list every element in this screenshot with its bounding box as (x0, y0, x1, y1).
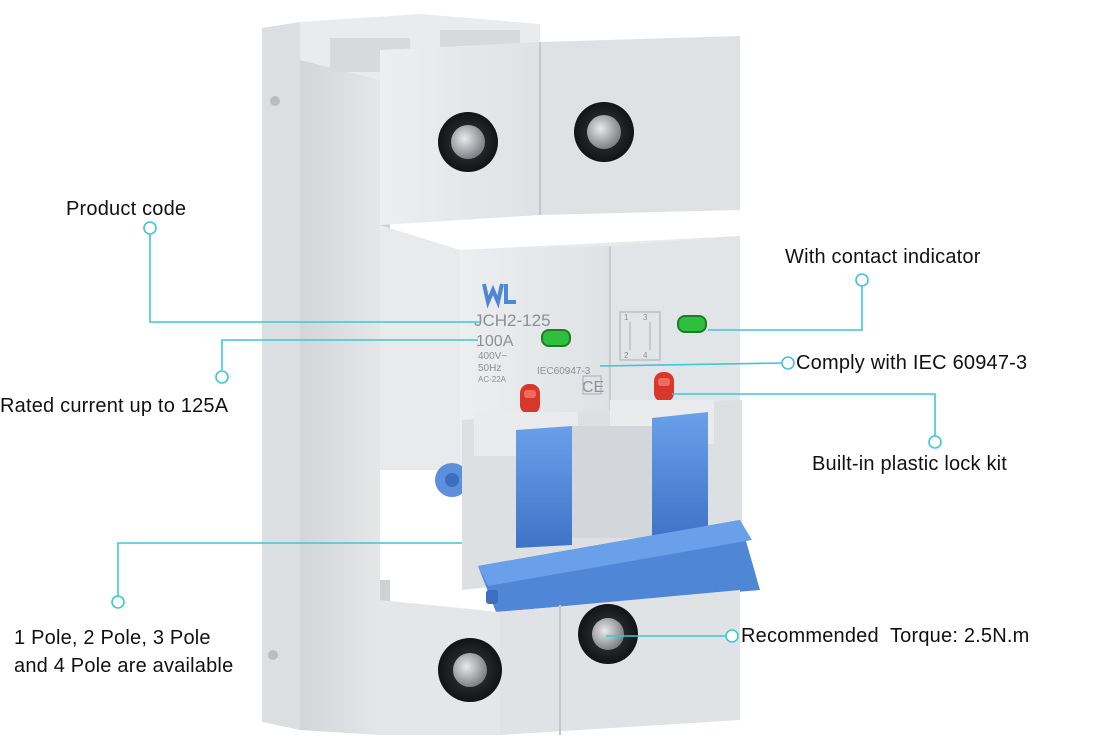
leader-product-code (149, 234, 480, 323)
ce-mark: CE (582, 379, 604, 396)
bottom-terminal-block (380, 590, 740, 735)
callout-contact-indicator: With contact indicator (785, 246, 981, 268)
leader-dot-product-code (143, 221, 157, 235)
brand-logo (482, 283, 516, 309)
terminal-3-label: 3 (643, 313, 648, 322)
callout-rated-current: Rated current up to 125A (0, 395, 229, 417)
leader-dot-plastic-lock (928, 435, 942, 449)
callout-product-code: Product code (66, 198, 187, 220)
callout-iec-compliance: Comply with IEC 60947-3 (796, 352, 1028, 374)
leader-contact-indicator (708, 286, 863, 331)
ce-mark-frame (582, 375, 602, 395)
breaker-side-panel (262, 22, 390, 735)
terminal-schematic (619, 311, 661, 361)
terminal-4-label: 4 (643, 351, 648, 360)
terminal-2-label: 2 (624, 351, 629, 360)
leader-dot-rated-current (215, 370, 229, 384)
leader-poles (117, 542, 462, 596)
lock-kit-right (654, 372, 674, 402)
top-terminal-block (300, 14, 740, 225)
category-label: AC-22A (478, 375, 507, 384)
terminal-1-label: 1 (624, 313, 629, 322)
leader-rated-current (221, 339, 478, 370)
contact-indicator-left (541, 329, 571, 347)
callout-leaders (111, 221, 942, 643)
model-label: JCH2-125 (474, 311, 551, 330)
voltage-label: 400V~ (478, 351, 507, 362)
standard-label: IEC60947-3 (537, 366, 591, 377)
callout-poles-line1: 1 Pole, 2 Pole, 3 Pole (14, 627, 211, 649)
blue-toggle-handle (478, 412, 760, 612)
leader-dot-torque (725, 629, 739, 643)
current-label: 100A (476, 333, 514, 350)
leader-dot-contact-indicator (855, 273, 869, 287)
callout-poles-line2: and 4 Pole are available (14, 655, 234, 677)
contact-indicator-right (677, 315, 707, 333)
frequency-label: 50Hz (478, 363, 501, 374)
lock-kit-left (520, 384, 540, 414)
callout-plastic-lock: Built-in plastic lock kit (812, 453, 1008, 475)
leader-dot-poles (111, 595, 125, 609)
leader-plastic-lock (672, 393, 936, 436)
leader-iec (599, 362, 783, 367)
callout-torque: Recommended Torque: 2.5N.m (741, 625, 1030, 647)
leader-dot-iec (781, 356, 795, 370)
